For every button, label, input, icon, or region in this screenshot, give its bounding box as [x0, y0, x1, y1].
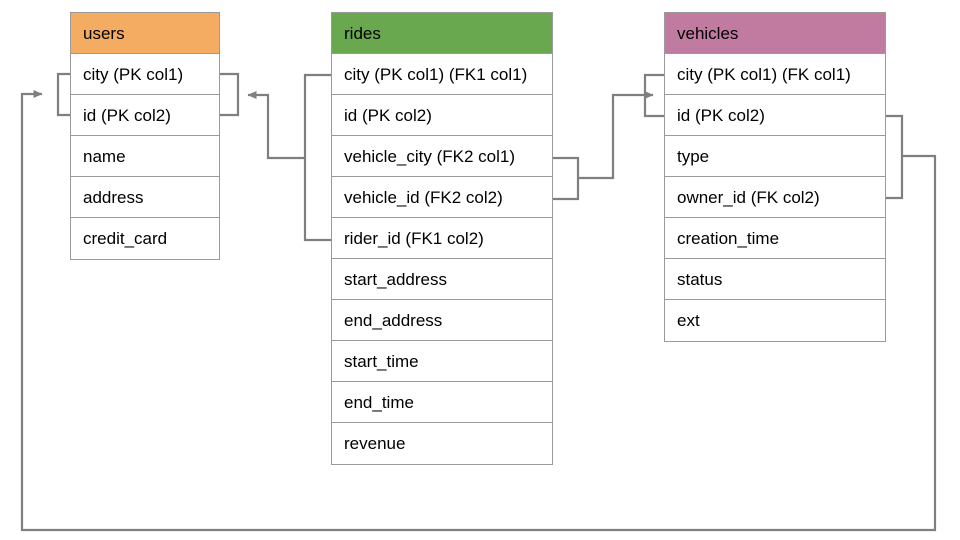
table-vehicles-column-owner-id[interactable]: owner_id (FK col2): [665, 177, 885, 218]
connector-vehicles-left-bracket: [643, 73, 664, 118]
table-users-column-address[interactable]: address: [71, 177, 219, 218]
table-rides[interactable]: rides city (PK col1) (FK1 col1) id (PK c…: [331, 12, 553, 465]
connector-rides-fk2-to-vehicles: [578, 91, 654, 180]
table-rides-title: rides: [332, 13, 552, 54]
connector-rides-fk1-bracket: [303, 73, 331, 242]
table-users-column-credit-card[interactable]: credit_card: [71, 218, 219, 259]
table-users-column-name[interactable]: name: [71, 136, 219, 177]
connector-users-right-bracket: [220, 72, 240, 117]
table-rides-column-end-address[interactable]: end_address: [332, 300, 552, 341]
table-rides-column-rider-id[interactable]: rider_id (FK1 col2): [332, 218, 552, 259]
table-users-column-id[interactable]: id (PK col2): [71, 95, 219, 136]
connector-users-left-bracket: [56, 72, 70, 117]
table-users[interactable]: users city (PK col1) id (PK col2) name a…: [70, 12, 220, 260]
table-users-column-city[interactable]: city (PK col1): [71, 54, 219, 95]
table-rides-column-city[interactable]: city (PK col1) (FK1 col1): [332, 54, 552, 95]
table-rides-column-id[interactable]: id (PK col2): [332, 95, 552, 136]
table-rides-column-end-time[interactable]: end_time: [332, 382, 552, 423]
table-vehicles-column-ext[interactable]: ext: [665, 300, 885, 341]
table-users-title: users: [71, 13, 219, 54]
table-vehicles-column-id[interactable]: id (PK col2): [665, 95, 885, 136]
connector-rides-fk2-bracket: [553, 156, 580, 201]
table-vehicles-column-city[interactable]: city (PK col1) (FK col1): [665, 54, 885, 95]
table-rides-column-revenue[interactable]: revenue: [332, 423, 552, 464]
table-vehicles-column-status[interactable]: status: [665, 259, 885, 300]
connector-vehicles-owner-bracket: [886, 114, 904, 200]
table-rides-column-vehicle-id[interactable]: vehicle_id (FK2 col2): [332, 177, 552, 218]
table-rides-column-start-time[interactable]: start_time: [332, 341, 552, 382]
table-vehicles-column-type[interactable]: type: [665, 136, 885, 177]
table-vehicles[interactable]: vehicles city (PK col1) (FK col1) id (PK…: [664, 12, 886, 342]
table-rides-column-vehicle-city[interactable]: vehicle_city (FK2 col1): [332, 136, 552, 177]
table-vehicles-column-creation-time[interactable]: creation_time: [665, 218, 885, 259]
table-rides-column-start-address[interactable]: start_address: [332, 259, 552, 300]
table-vehicles-title: vehicles: [665, 13, 885, 54]
connector-rides-fk1-to-users: [247, 91, 305, 160]
